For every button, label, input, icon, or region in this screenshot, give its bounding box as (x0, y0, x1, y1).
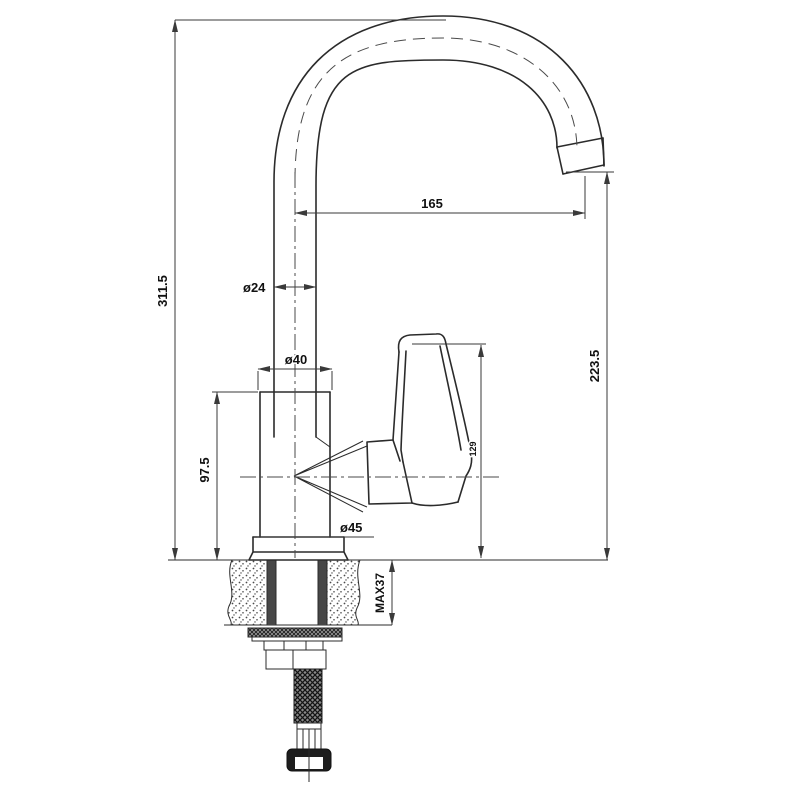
mounting-tab-left (263, 640, 285, 651)
dimension-label-311-5: 311.5 (155, 275, 170, 307)
lever-bottom-edge (411, 501, 459, 507)
countertop-section (168, 559, 608, 626)
dimension-label-d45: ø45 (340, 520, 362, 535)
dimension-max-thickness: MAX37 (372, 559, 395, 626)
spout-tip-outlet-face (562, 164, 605, 175)
lever-right-edge (445, 343, 473, 503)
spout-inner-edge (315, 59, 558, 438)
shank-wall-edges (266, 560, 328, 625)
valve-cone-lines (293, 436, 368, 513)
hose-connector-ribs (297, 728, 321, 749)
lever-left-edge (392, 351, 400, 441)
lever-top-cap (397, 333, 447, 353)
cartridge-cover-outline (366, 439, 413, 505)
shank-wall-left (267, 560, 276, 625)
lever-inner-right-line (439, 345, 462, 451)
spout-tip-joint-band (556, 137, 604, 148)
dimension-label-d24: ø24 (243, 280, 266, 295)
dimension-overall-height: 311.5 (154, 19, 446, 561)
mounting-plate (251, 636, 343, 642)
dimension-outlet-height: 223.5 (566, 171, 614, 561)
countertop-right-break-edge (355, 559, 361, 626)
lever-inner-left-line (400, 350, 407, 463)
dimension-spout-reach: 165 (294, 176, 586, 219)
extension-lines (257, 371, 333, 390)
mounting-tab-right (305, 640, 324, 651)
spout-gooseneck (273, 15, 605, 438)
faucet-body (252, 391, 368, 538)
flange-sides (248, 536, 349, 561)
dimension-label-165: 165 (421, 196, 443, 211)
supply-hose (286, 668, 332, 782)
mounting-nut-block (265, 649, 327, 670)
handle-lever (366, 333, 473, 507)
countertop-left-break-edge (227, 559, 233, 626)
dimension-handle-height: 129 (412, 343, 486, 559)
dimension-base-diameter: ø45 (257, 519, 374, 538)
rubber-washer (247, 627, 343, 638)
dimension-label-129: 129 (468, 441, 478, 456)
spout-arc-centerline (294, 37, 578, 181)
countertop-right-block (324, 560, 360, 625)
dimension-body-diameter: ø40 (257, 351, 333, 390)
dimension-label-223-5: 223.5 (587, 350, 602, 383)
spout-outer-edge (273, 15, 605, 438)
countertop-left-block (227, 560, 268, 625)
base-flange (248, 536, 349, 561)
mounting-hardware (247, 627, 343, 670)
spout-tip-right-edge (602, 137, 605, 166)
braided-hose (293, 668, 323, 724)
dimension-label-97-5: 97.5 (197, 457, 212, 482)
spout-tip-left-edge (556, 146, 564, 175)
dimension-tube-diameter: ø24 (242, 279, 317, 297)
shank-wall-right (318, 560, 327, 625)
dimension-label-max37: MAX37 (373, 573, 387, 613)
dimension-label-d40: ø40 (285, 352, 307, 367)
dimension-body-height: 97.5 (196, 391, 258, 561)
centerlines (240, 37, 578, 558)
